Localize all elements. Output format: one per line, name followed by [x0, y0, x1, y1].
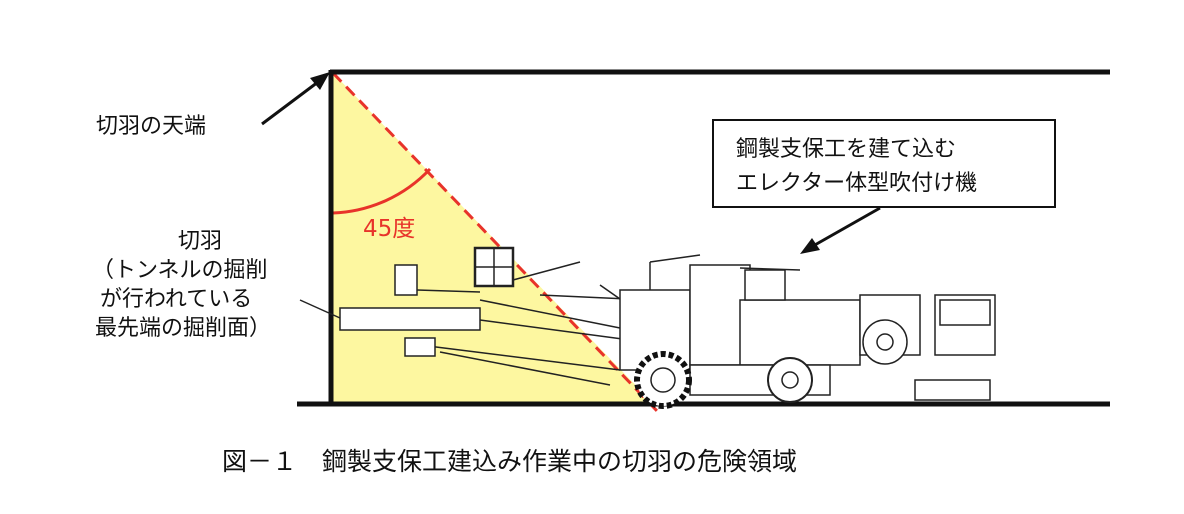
erector-machine-drawing — [299, 246, 996, 409]
crown-label: 切羽の天端 — [96, 114, 206, 139]
danger-boundary-line — [331, 71, 660, 414]
angle-arc — [332, 167, 432, 215]
angle-label: 45度 — [363, 216, 415, 242]
figure-caption: 図－１ 鋼製支保工建込み作業中の切羽の危険領域 — [222, 447, 797, 476]
machine-label-line2: エレクター体型吹付け機 — [736, 171, 977, 196]
machine-label-line1: 鋼製支保工を建て込む — [736, 137, 956, 162]
machine-callout-box — [712, 119, 1056, 208]
face-desc-line1: （トンネルの掘削 — [92, 258, 268, 283]
face-desc-line3: 最先端の掘削面） — [95, 316, 271, 341]
machine-arrow-icon — [800, 206, 881, 254]
crown-arrow-icon — [261, 72, 330, 126]
face-desc-line2: が行われている — [100, 287, 252, 312]
face-title: 切羽 — [178, 229, 222, 254]
